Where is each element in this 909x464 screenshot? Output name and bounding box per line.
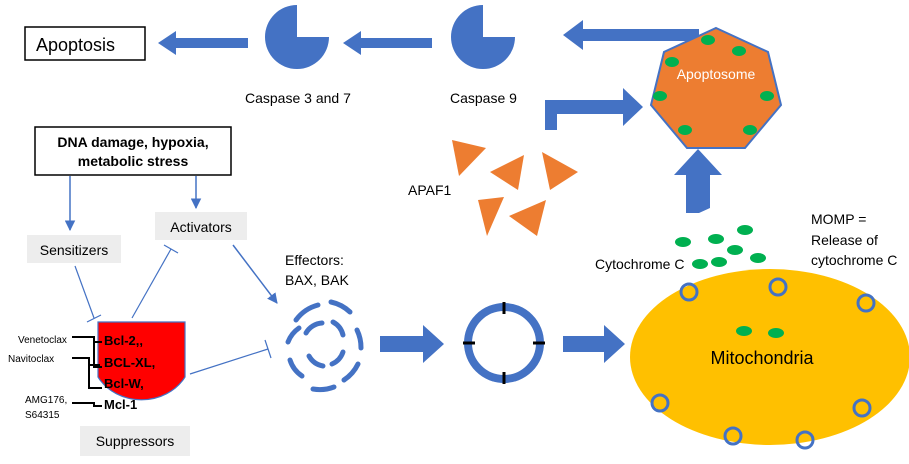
apaf1-triangles xyxy=(452,140,578,236)
momp-line1: MOMP = xyxy=(811,211,866,227)
arrow-apoptosome-to-caspase9 xyxy=(563,20,699,50)
drug-navitoclax: Navitoclax xyxy=(8,354,54,365)
mitochondria-pores xyxy=(650,277,876,450)
suppressor-protein-3: Bcl-W, xyxy=(104,376,144,391)
caspase-9-label: Caspase 9 xyxy=(450,90,517,106)
pore-segment-marks xyxy=(463,302,545,384)
suppressor-protein-4: Mcl-1 xyxy=(104,397,137,412)
cytochrome-c-dots xyxy=(675,225,766,269)
sensitizers-box xyxy=(27,235,121,263)
stress-box xyxy=(34,126,232,176)
activators-label: Activators xyxy=(170,219,231,235)
mitochondria-shape xyxy=(630,269,909,445)
arrow-apaf1-to-apoptosome xyxy=(545,88,643,130)
drug-brackets xyxy=(72,336,102,407)
arrow-activators-to-effectors xyxy=(232,244,278,304)
caspase-9-shape xyxy=(451,5,515,69)
apaf1-label: APAF1 xyxy=(408,182,452,198)
momp-line3: cytochrome C xyxy=(811,252,897,268)
caspase-3-7-shape xyxy=(265,5,329,69)
activators-box xyxy=(155,212,247,240)
stress-line2: metabolic stress xyxy=(78,153,189,169)
caspase-3-7-label: Caspase 3 and 7 xyxy=(245,90,351,106)
arrow-caspase37-to-apoptosis xyxy=(158,31,248,55)
momp-line2: Release of xyxy=(811,232,878,248)
apoptosome-label: Apoptosome xyxy=(677,66,756,82)
drug-venetoclax: Venetoclax xyxy=(18,335,67,346)
apoptosis-box xyxy=(24,26,146,61)
apoptosome-shape xyxy=(649,26,783,149)
arrow-pore-to-mitochondria xyxy=(563,325,625,363)
mitochondria-green-dots xyxy=(736,326,784,338)
drug-amg176: AMG176, xyxy=(25,395,67,406)
suppressor-protein-2: BCL-XL, xyxy=(104,355,155,370)
apoptosis-label: Apoptosis xyxy=(36,35,115,55)
effectors-line1: Effectors: xyxy=(285,252,344,268)
suppressors-box xyxy=(80,426,190,456)
pore-ring xyxy=(464,303,544,383)
apoptosome-green-dots xyxy=(653,35,774,135)
arrow-effectors-to-pore xyxy=(380,325,444,363)
suppressors-shape xyxy=(97,321,186,401)
effectors-line2: BAX, BAK xyxy=(285,272,349,288)
inhibition-lines xyxy=(74,244,272,375)
mitochondria-label: Mitochondria xyxy=(710,348,814,368)
drug-s64315: S64315 xyxy=(25,410,60,421)
arrow-caspase9-to-caspase37 xyxy=(343,31,432,55)
arrow-cytochrome-to-apoptosome xyxy=(674,149,722,213)
stress-line1: DNA damage, hypoxia, xyxy=(57,134,208,150)
suppressor-protein-1: Bcl-2,, xyxy=(104,333,143,348)
suppressors-label: Suppressors xyxy=(96,433,175,449)
effector-arcs xyxy=(285,299,364,393)
sensitizers-label: Sensitizers xyxy=(40,242,108,258)
cytochrome-c-label: Cytochrome C xyxy=(595,256,684,272)
